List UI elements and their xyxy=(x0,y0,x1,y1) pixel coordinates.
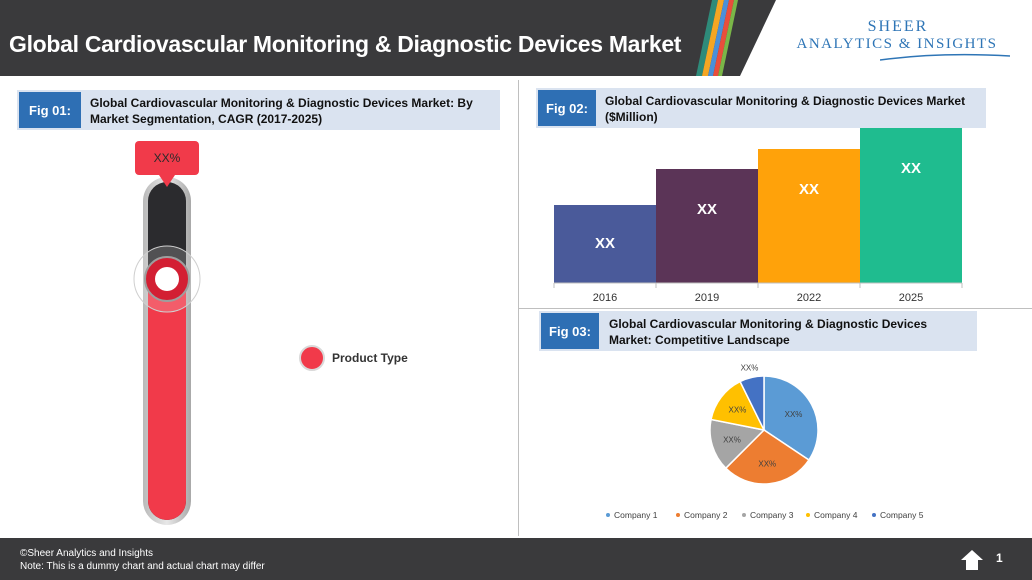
bar-value-label: XX xyxy=(901,160,921,177)
pie-slice-label: XX% xyxy=(758,459,776,468)
footer-note: Note: This is a dummy chart and actual c… xyxy=(20,561,265,572)
legend-marker xyxy=(742,513,746,517)
bar-value-label: XX xyxy=(595,235,615,252)
legend-label: Company 2 xyxy=(684,510,728,520)
legend-label: Company 3 xyxy=(750,510,794,520)
legend-label: Company 1 xyxy=(614,510,658,520)
fig2-tag: Fig 02: xyxy=(538,90,596,126)
bar-2019 xyxy=(656,169,758,283)
fig1-legend-dot xyxy=(299,345,325,371)
bar-value-label: XX xyxy=(799,181,819,198)
fig1-header xyxy=(17,90,500,130)
fig1-legend-label: Product Type xyxy=(332,351,408,365)
logo-swoosh xyxy=(880,53,1010,61)
bar-2025 xyxy=(860,128,962,283)
bar-2022 xyxy=(758,149,860,283)
legend-label: Company 4 xyxy=(814,510,858,520)
fig2-header xyxy=(536,88,986,128)
footer-copyright: ©Sheer Analytics and Insights xyxy=(20,548,153,559)
legend-marker xyxy=(606,513,610,517)
page-number: 1 xyxy=(996,551,1003,565)
fig1-callout-label: XX% xyxy=(154,151,181,165)
legend-marker xyxy=(872,513,876,517)
fig1-tag: Fig 01: xyxy=(19,92,81,128)
logo-text-sheer: SHEER xyxy=(867,18,929,35)
x-tick-label: 2022 xyxy=(797,292,821,304)
x-tick-label: 2019 xyxy=(695,292,719,304)
decorative-stripes xyxy=(696,0,738,76)
fig1-thermometer-chart: XX% Product Type xyxy=(133,141,408,525)
thermo-red-fill xyxy=(148,256,186,520)
fig3-header xyxy=(539,311,977,351)
pie-slice-label: XX% xyxy=(723,436,741,445)
fig2-bar-chart: XX 2016 XX 2019 XX 2022 XX 2025 xyxy=(553,128,963,304)
fig3-pie-chart: XX% XX% XX% XX% XX% Company 1 Company 2 Company… xyxy=(606,364,924,520)
fig1-callout-box xyxy=(135,141,199,175)
pie-slice-2 xyxy=(724,429,810,485)
home-icon[interactable] xyxy=(960,549,984,571)
bar-value-label: XX xyxy=(697,201,717,218)
pie-slice-5 xyxy=(739,375,765,431)
pie-slice-4 xyxy=(710,380,766,432)
logo-panel xyxy=(740,0,1032,76)
fig1-title: Global Cardiovascular Monitoring & Diagn… xyxy=(90,96,473,126)
footer-bar: ©Sheer Analytics and Insights Note: This… xyxy=(0,538,1032,580)
legend-label: Company 5 xyxy=(880,510,924,520)
pie-slice-label: XX% xyxy=(741,364,759,373)
fig1-callout-pointer xyxy=(159,175,175,187)
panel-divider-vertical xyxy=(518,80,519,536)
panel-divider-horizontal xyxy=(519,308,1032,309)
pie-slice-label: XX% xyxy=(729,406,747,415)
fig3-title: Global Cardiovascular Monitoring & Diagn… xyxy=(609,317,928,347)
pie-slice-label: XX% xyxy=(785,410,803,419)
legend-marker xyxy=(806,513,810,517)
thermo-knob-center xyxy=(155,267,179,291)
logo-text-analytics: ANALYTICS & INSIGHTS xyxy=(796,36,998,52)
page-title: Global Cardiovascular Monitoring & Diagn… xyxy=(9,31,682,57)
x-tick-label: 2016 xyxy=(593,292,617,304)
fig2-title: Global Cardiovascular Monitoring & Diagn… xyxy=(605,94,966,124)
x-tick-label: 2025 xyxy=(899,292,923,304)
bar-2016 xyxy=(554,205,656,283)
fig3-tag: Fig 03: xyxy=(541,313,599,349)
legend-marker xyxy=(676,513,680,517)
pie-slice-3 xyxy=(709,418,766,470)
